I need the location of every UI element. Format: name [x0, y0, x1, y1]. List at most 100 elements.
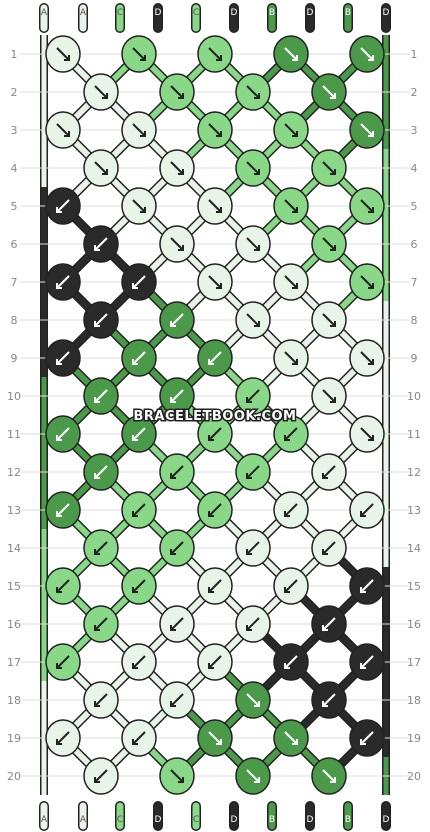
- knot-arrow-icon: [322, 389, 336, 403]
- knot-arrowhead-icon: [284, 511, 290, 517]
- row-number-left: 2: [11, 86, 18, 99]
- row-number-right: 11: [407, 428, 421, 441]
- knot-arrow-icon: [94, 541, 108, 555]
- knot-arrowhead-icon: [94, 625, 100, 631]
- knot-arrowhead-icon: [94, 473, 100, 479]
- knot-arrowhead-icon: [360, 739, 366, 745]
- knot-arrowhead-icon: [140, 131, 146, 137]
- knot-arrow-icon: [360, 731, 374, 745]
- knot-arrow-icon: [56, 47, 70, 61]
- knot-arrow-icon: [360, 275, 374, 289]
- knot-arrow-icon: [170, 465, 184, 479]
- knot-arrow-icon: [132, 123, 146, 137]
- row-number-left: 16: [7, 618, 21, 631]
- knot-arrowhead-icon: [56, 511, 62, 517]
- knot: [311, 149, 347, 187]
- knot: [349, 339, 385, 377]
- knot-arrowhead-icon: [56, 207, 62, 213]
- knot: [273, 35, 309, 73]
- row-number-right: 1: [411, 48, 418, 61]
- knot: [311, 605, 347, 643]
- knot-arrowhead-icon: [94, 549, 100, 555]
- top-string-label: A: [80, 8, 87, 18]
- knot-arrow-icon: [56, 579, 70, 593]
- knot-arrow-icon: [284, 199, 298, 213]
- knot-arrowhead-icon: [330, 169, 336, 175]
- knot-arrowhead-icon: [368, 359, 374, 365]
- knot-arrow-icon: [56, 199, 70, 213]
- row-number-left: 14: [7, 542, 21, 555]
- knot-arrow-icon: [170, 313, 184, 327]
- row-number-right: 2: [411, 86, 418, 99]
- knot-arrowhead-icon: [254, 321, 260, 327]
- row-number-left: 17: [7, 656, 21, 669]
- knot-arrowhead-icon: [170, 321, 176, 327]
- row-number-right: 17: [407, 656, 421, 669]
- knot: [121, 567, 157, 605]
- knot: [45, 491, 81, 529]
- row-number-left: 10: [7, 390, 21, 403]
- knot-arrow-icon: [208, 199, 222, 213]
- knots-layer: [45, 35, 385, 795]
- knot: [235, 453, 271, 491]
- knot-arrowhead-icon: [368, 435, 374, 441]
- knot: [121, 719, 157, 757]
- knot-arrowhead-icon: [64, 131, 70, 137]
- knot-arrowhead-icon: [178, 169, 184, 175]
- knot-arrowhead-icon: [246, 625, 252, 631]
- top-string-label: B: [345, 8, 351, 18]
- knot-arrowhead-icon: [56, 739, 62, 745]
- knot: [349, 35, 385, 73]
- knot-arrow-icon: [208, 731, 222, 745]
- knot: [83, 225, 119, 263]
- knot-arrowhead-icon: [216, 739, 222, 745]
- knot: [273, 263, 309, 301]
- knot-arrow-icon: [284, 351, 298, 365]
- knot-arrow-icon: [132, 579, 146, 593]
- knot: [349, 187, 385, 225]
- knot-arrowhead-icon: [292, 55, 298, 61]
- knot: [121, 339, 157, 377]
- knot-arrowhead-icon: [284, 435, 290, 441]
- knot: [159, 529, 195, 567]
- row-number-right: 8: [411, 314, 418, 327]
- knot-arrow-icon: [322, 161, 336, 175]
- knot-arrowhead-icon: [292, 739, 298, 745]
- row-number-left: 20: [7, 770, 21, 783]
- knot-arrowhead-icon: [292, 131, 298, 137]
- knot-arrowhead-icon: [246, 473, 252, 479]
- knot-arrowhead-icon: [216, 283, 222, 289]
- knot-arrowhead-icon: [64, 55, 70, 61]
- knot: [121, 415, 157, 453]
- knot-arrowhead-icon: [170, 397, 176, 403]
- knot-arrow-icon: [132, 47, 146, 61]
- knot: [235, 225, 271, 263]
- row-number-left: 18: [7, 694, 21, 707]
- knot: [45, 567, 81, 605]
- knot-arrow-icon: [56, 275, 70, 289]
- knot: [45, 719, 81, 757]
- row-number-left: 19: [7, 732, 21, 745]
- knot: [83, 377, 119, 415]
- row-number-left: 4: [11, 162, 18, 175]
- knot: [159, 225, 195, 263]
- knot: [121, 35, 157, 73]
- knot-arrowhead-icon: [322, 473, 328, 479]
- knot-arrow-icon: [246, 389, 260, 403]
- knot-arrowhead-icon: [368, 55, 374, 61]
- knot-arrow-icon: [246, 541, 260, 555]
- knot-arrow-icon: [208, 579, 222, 593]
- knot-arrow-icon: [132, 655, 146, 669]
- knot-arrowhead-icon: [322, 625, 328, 631]
- knot-arrow-icon: [360, 351, 374, 365]
- bottom-string-label: B: [269, 815, 275, 825]
- knot-arrow-icon: [94, 693, 108, 707]
- knot: [235, 529, 271, 567]
- row-number-left: 1: [11, 48, 18, 61]
- knot: [83, 681, 119, 719]
- knot-arrow-icon: [246, 693, 260, 707]
- row-number-right: 7: [411, 276, 418, 289]
- knot-arrow-icon: [360, 199, 374, 213]
- row-number-left: 8: [11, 314, 18, 327]
- row-number-right: 15: [407, 580, 421, 593]
